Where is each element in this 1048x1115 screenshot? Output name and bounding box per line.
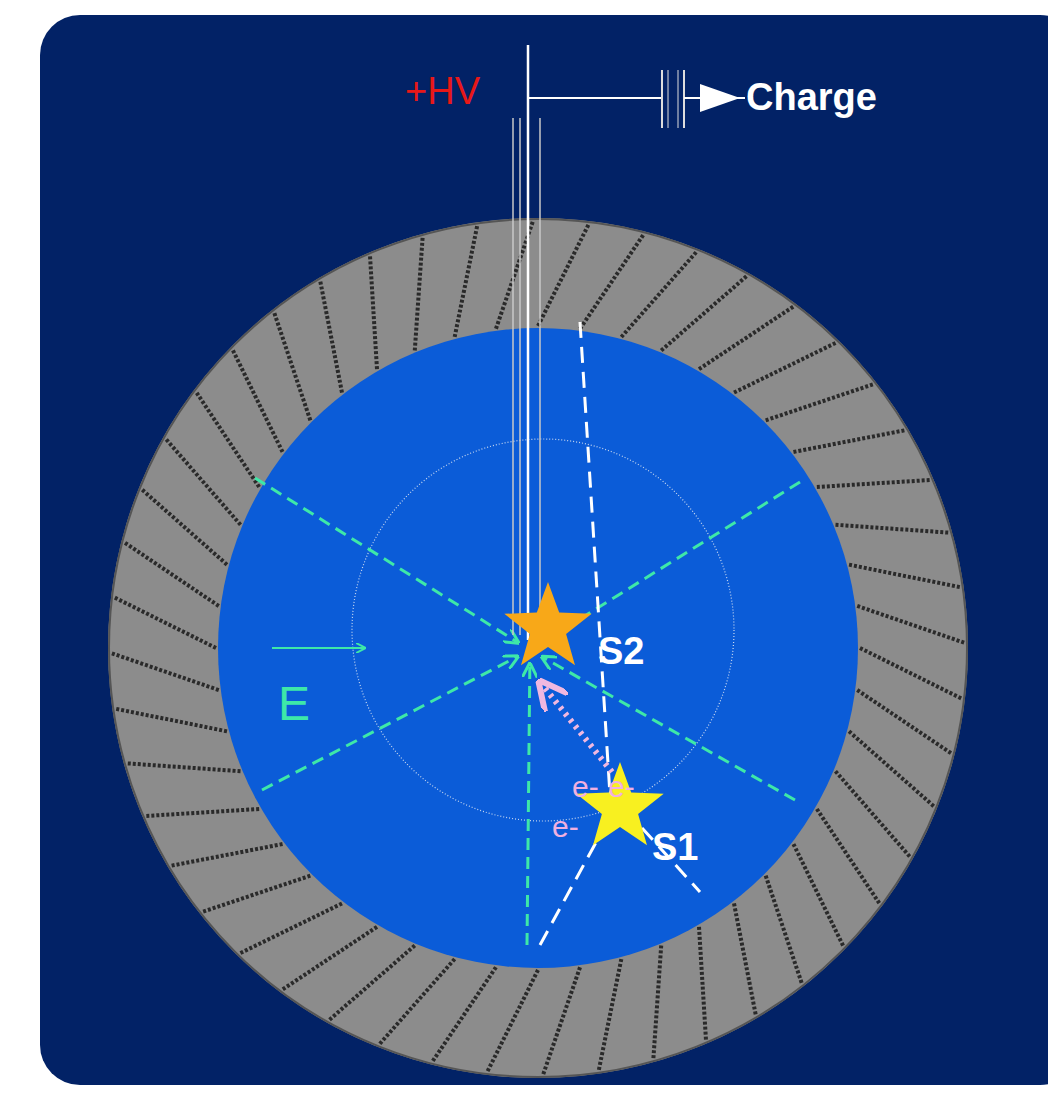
signal-label: S2	[598, 632, 644, 670]
drift-arrow	[540, 682, 612, 772]
signal-label: S1	[652, 828, 698, 866]
anode-wire	[513, 45, 540, 640]
voltage-label: +HV	[405, 72, 480, 110]
electron-label: e-	[552, 812, 579, 842]
sensor-gaps	[110, 220, 966, 1076]
readout-circuit	[528, 70, 745, 128]
s2-star	[504, 582, 591, 665]
electron-label: e-	[608, 772, 635, 802]
background-panel	[40, 15, 1048, 1085]
field-arrow	[272, 647, 365, 649]
sensor-ring	[108, 218, 968, 1078]
electron-label: e-	[572, 772, 599, 802]
output-label: Charge	[746, 78, 877, 116]
gas-volume	[218, 328, 858, 968]
field-label: E	[278, 680, 310, 728]
fiducial-circle	[352, 439, 734, 821]
